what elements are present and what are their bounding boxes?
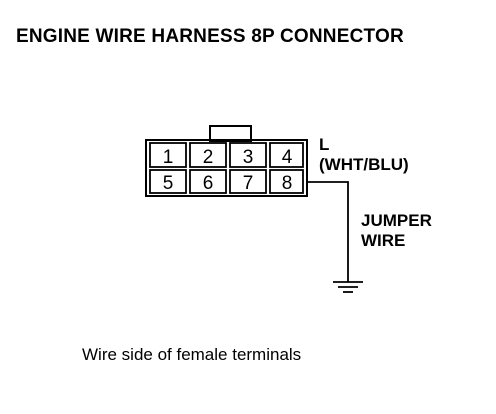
pin-cell-4: [269, 142, 304, 168]
pin-number-5: 5: [163, 173, 174, 194]
pin-number-6: 6: [203, 173, 214, 194]
pin-cell-1: [149, 142, 187, 168]
jumper-wire: [307, 181, 349, 282]
jumper-label-line2: WIRE: [361, 231, 406, 250]
connector-lock-tab: [209, 125, 252, 142]
connector-body: [145, 139, 308, 197]
pin-cell-2: [189, 142, 227, 168]
pin-cell-8: [269, 169, 304, 194]
pin-cell-6: [189, 169, 227, 194]
wire-color-label: L (WHT/BLU): [319, 135, 409, 175]
jumper-label-line1: JUMPER: [361, 211, 432, 230]
pin-number-1: 1: [163, 147, 174, 168]
ground-icon: [333, 281, 363, 293]
pin-cell-3: [229, 142, 267, 168]
pin-cell-7: [229, 169, 267, 194]
pin-number-8: 8: [282, 173, 293, 194]
pin-number-7: 7: [243, 173, 254, 194]
pin-number-4: 4: [282, 147, 293, 168]
pin-number-3: 3: [243, 147, 254, 168]
wire-color-name: (WHT/BLU): [319, 155, 409, 174]
pin-number-2: 2: [203, 147, 214, 168]
pin-cell-5: [149, 169, 187, 194]
wire-color-code: L: [319, 135, 330, 154]
diagram-caption: Wire side of female terminals: [82, 345, 302, 364]
diagram-title: ENGINE WIRE HARNESS 8P CONNECTOR: [16, 26, 404, 47]
jumper-wire-label: JUMPER WIRE: [361, 211, 432, 251]
